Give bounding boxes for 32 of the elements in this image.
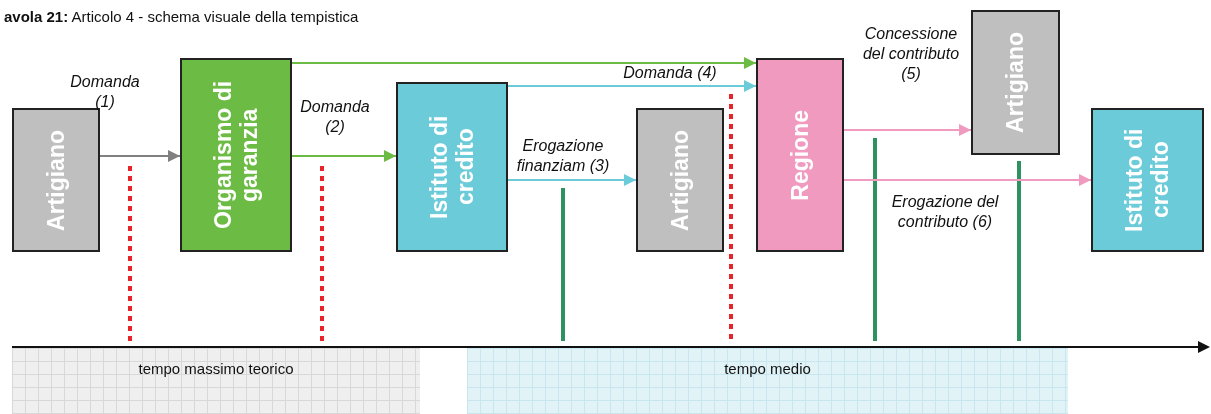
process-box [636,108,724,252]
band-label: tempo medio [724,360,811,377]
process-box [396,82,508,252]
arrow [843,174,1092,186]
title: avola 21: Articolo 4 - schema visuale della tempistica [4,8,359,25]
arrow [507,174,637,186]
time-band [12,348,420,414]
process-box [1091,108,1204,252]
edge-label: Concessione del contributo (5) [861,24,961,84]
arrow [291,150,397,162]
box-label: Istituto di credito [425,114,479,221]
arrow [843,124,972,136]
time-band [467,348,1068,414]
arrow [291,57,757,69]
arrow [99,150,181,162]
box-label: Regione [786,109,814,201]
box-label: Organismo di garanzia [209,79,263,232]
box-label: Artigiano [666,129,694,231]
box-label: Istituto di credito [1121,127,1174,234]
box-label: Artigiano [42,129,70,231]
process-box [12,108,100,252]
process-box [756,58,844,252]
box-label: Artigiano [1002,32,1029,133]
edge-label: Erogazione del contributo (6) [890,192,1000,232]
process-box [180,58,292,252]
process-box [971,10,1060,155]
edge-label: Domanda (2) [299,97,371,137]
edge-label: Erogazione finanziam (3) [515,136,611,176]
band-label: tempo massimo teorico [138,360,294,377]
edge-label: Domanda (1) [69,72,141,112]
edge-label: Domanda (4) [622,63,718,83]
arrow [507,80,757,92]
